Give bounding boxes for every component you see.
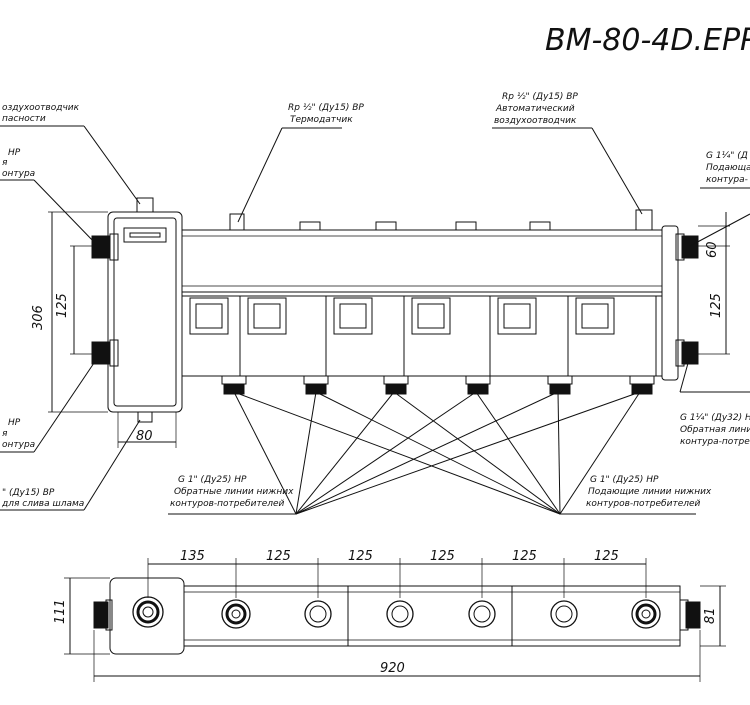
top-bosses — [229, 209, 653, 231]
label-right-top-2: Подающа — [706, 163, 750, 173]
plan-right-nut — [685, 601, 701, 629]
plan-left-nut — [93, 601, 109, 629]
label-left-bot-hp: HP — [8, 418, 21, 428]
plan-outlets — [221, 599, 661, 629]
end-cap — [661, 225, 679, 381]
dim-spacing-4: 125 — [430, 549, 455, 564]
bottom-outlets — [221, 375, 655, 395]
drawing-title: BM-80-4D.EPP — [545, 23, 750, 58]
label-auto-2: Автоматический — [495, 104, 575, 114]
dim-plan-depth: 81 — [703, 607, 718, 624]
dim-spacing-2: 125 — [266, 549, 291, 564]
callout-leaders — [0, 125, 750, 515]
dim-pitch-right: 125 — [709, 293, 724, 318]
label-left-drain-1: " (Ду15) ВР — [2, 488, 55, 498]
plan-manifold — [183, 585, 681, 647]
manifold-boxes — [189, 296, 657, 376]
label-right-bot-1: G 1¼" (Ду32) Н — [680, 413, 750, 423]
supply-manifold — [181, 229, 663, 293]
dim-spacing-1: 135 — [180, 549, 205, 564]
label-return-2: Обратные линии нижних — [174, 487, 294, 497]
label-auto-1: Rp ½" (Ду15) ВР — [502, 92, 578, 102]
air-vent-port — [136, 197, 154, 213]
label-right-bot-2: Обратная линия — [680, 425, 750, 435]
dim-height-total: 306 — [31, 305, 46, 330]
drain-port — [137, 411, 153, 423]
plan-dimensions: 135 125 125 125 125 125 111 81 920 — [53, 549, 726, 682]
label-return-1: G 1" (Ду25) НР — [178, 475, 247, 485]
label-supply-3: контуров-потребителей — [586, 499, 701, 509]
label-return-3: контуров-потребителей — [170, 499, 285, 509]
label-right-top-3: контура- — [706, 175, 748, 185]
label-right-top-1: G 1¼" (Д — [706, 151, 748, 161]
label-left-hp-1: HP — [8, 148, 21, 158]
label-left-hp-3: онтура — [2, 169, 35, 179]
dim-spacing-6: 125 — [594, 549, 619, 564]
left-connectors — [91, 233, 119, 367]
label-thermo-1: Rp ½" (Ду15) ВР — [288, 103, 364, 113]
front-view — [91, 197, 699, 423]
label-auto-3: воздухоотводчик — [494, 116, 577, 126]
callout-texts: оздухоотводчик пасности HP я онтура HP я… — [1, 92, 750, 509]
dim-plan-width: 111 — [53, 599, 68, 624]
label-right-bot-3: контура-потреб — [680, 437, 750, 447]
right-connectors — [675, 233, 699, 367]
dim-block-width: 80 — [136, 429, 153, 444]
label-left-drain-2: для слива шлама — [1, 499, 84, 509]
dim-spacing-5: 125 — [512, 549, 537, 564]
label-top-left-1: оздухоотводчик — [2, 103, 80, 113]
label-left-bot-3: онтура — [2, 440, 35, 450]
logo-mark — [129, 232, 161, 238]
dim-offset-right: 60 — [705, 241, 720, 258]
dim-spacing-3: 125 — [348, 549, 373, 564]
label-top-left-2: пасности — [2, 114, 46, 124]
label-left-bot-2: я — [2, 429, 8, 439]
label-thermo-2: Термодатчик — [290, 115, 353, 125]
separator-inner — [113, 217, 177, 407]
label-left-hp-2: я — [2, 158, 8, 168]
dim-overall-length: 920 — [380, 661, 405, 676]
logo-plate — [123, 227, 167, 243]
plan-view — [93, 577, 701, 655]
front-dimensions: 306 125 80 60 125 — [31, 211, 730, 448]
label-supply-1: G 1" (Ду25) НР — [590, 475, 659, 485]
label-supply-2: Подающие линии нижних — [588, 487, 712, 497]
dim-pitch-left: 125 — [55, 293, 70, 318]
